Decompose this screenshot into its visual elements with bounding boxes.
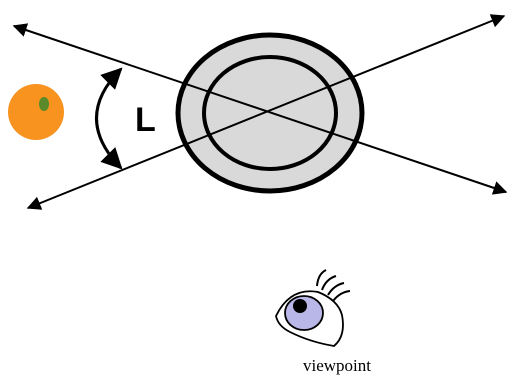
angle-label: L [135,101,156,139]
angle-arc [97,69,122,168]
orange-sun-icon [8,84,64,140]
eye-icon [276,270,350,346]
viewpoint-caption: viewpoint [303,356,371,375]
